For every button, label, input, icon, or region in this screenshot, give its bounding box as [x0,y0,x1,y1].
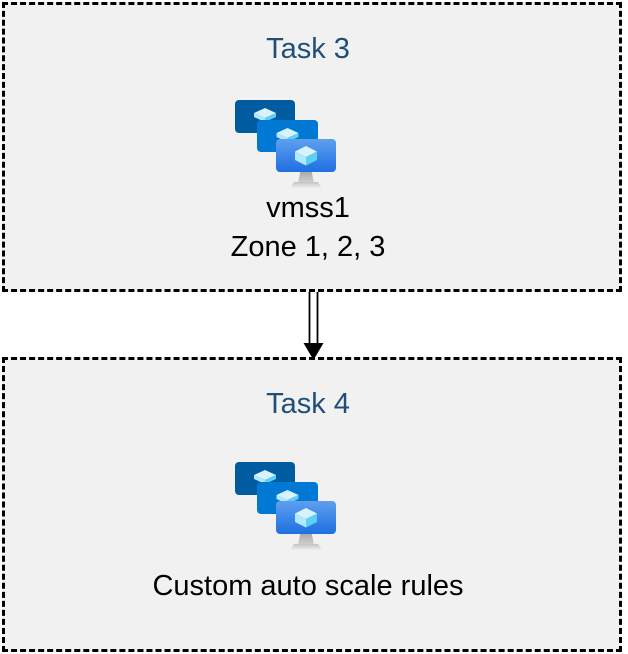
task3-title: Task 3 [266,33,350,65]
vmss-name-label: vmss1 [266,192,350,224]
task4-label: Custom auto scale rules [5,567,611,606]
task3-label: vmss1 Zone 1, 2, 3 [5,189,611,267]
task4-box: Task 4 Custom auto scale rules [2,357,622,652]
task4-title: Task 4 [266,388,350,420]
zone-label: Zone 1, 2, 3 [230,231,386,263]
autoscale-rules-label: Custom auto scale rules [152,570,464,602]
vm-scale-sets-icon [235,98,339,190]
vm-scale-sets-icon [235,460,339,552]
task3-box: Task 3 vmss1 Zone 1, 2, 3 [2,2,622,292]
double-line-arrow-icon [303,292,324,360]
